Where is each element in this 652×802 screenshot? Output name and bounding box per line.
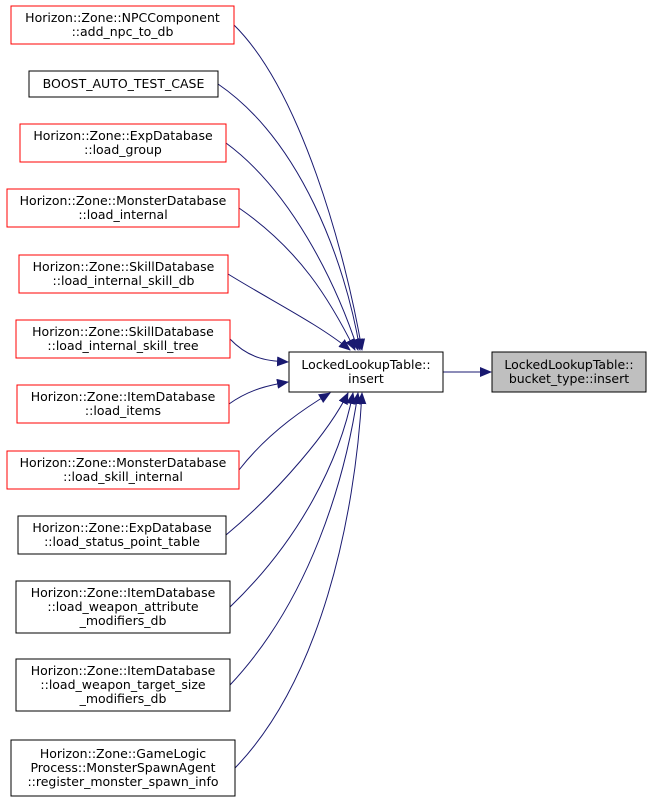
caller-node-8[interactable]: Horizon::Zone::MonsterDatabase::load_ski… [6,450,240,490]
caller-node-11-label-line: _modifiers_db [79,691,167,706]
caller-node-12-box [10,739,236,797]
caller-node-9-box [17,515,227,555]
caller-node-10-label-line: _modifiers_db [79,613,167,628]
caller-node-12-label-line: Process::MonsterSpawnAgent [30,760,215,775]
caller-node-9-label-line: ::load_status_point_table [44,534,200,549]
caller-node-5[interactable]: Horizon::Zone::SkillDatabase::load_inter… [18,254,229,294]
caller-node-9-label-line: Horizon::Zone::ExpDatabase [32,520,212,535]
caller-node-10-label-line: ::load_weapon_attribute [47,599,199,614]
caller-node-1-label-line: ::add_npc_to_db [72,24,174,39]
caller-node-10[interactable]: Horizon::Zone::ItemDatabase::load_weapon… [15,580,231,634]
nodes-layer: Horizon::Zone::NPCComponent::add_npc_to_… [6,5,647,797]
caller-node-8-box [6,450,240,490]
caller-node-3-label-line: ::load_group [84,142,162,157]
caller-node-6-label-line: ::load_internal_skill_tree [47,338,198,353]
caller-node-6-box [15,319,231,359]
edge-caller-5 [227,273,351,351]
caller-node-11-label-line: Horizon::Zone::ItemDatabase [31,663,216,678]
caller-node-7-label-line: Horizon::Zone::ItemDatabase [31,389,216,404]
caller-node-5-label-line: ::load_internal_skill_db [53,273,195,288]
focus-node-box [491,351,647,393]
edge-caller-2 [217,83,364,351]
focus-node-label-line: LockedLookupTable:: [504,357,633,372]
edge-caller-7 [228,378,289,405]
edge-caller-3 [225,142,360,351]
caller-node-1-label-line: Horizon::Zone::NPCComponent [25,10,220,25]
edge-caller-1 [233,24,366,351]
edges-layer [217,24,492,769]
caller-node-1-box [10,5,235,45]
caller-node-10-box [15,580,231,634]
edge-caller-10 [229,392,356,608]
center-node-label-line: insert [348,371,384,386]
caller-node-11[interactable]: Horizon::Zone::ItemDatabase::load_weapon… [15,658,231,712]
caller-node-4-box [6,188,240,228]
caller-node-8-label-line: Horizon::Zone::MonsterDatabase [20,455,227,470]
caller-node-12-label-line: ::register_monster_spawn_info [27,774,218,789]
caller-node-11-label-line: ::load_weapon_target_size [40,677,206,692]
caller-node-11-box [15,658,231,712]
center-node-box [288,351,444,393]
caller-node-7[interactable]: Horizon::Zone::ItemDatabase::load_items [16,384,230,424]
caller-node-9[interactable]: Horizon::Zone::ExpDatabase::load_status_… [17,515,227,555]
caller-node-4-label-line: ::load_internal [78,207,167,222]
edge-caller-12 [234,392,367,769]
caller-node-3-label-line: Horizon::Zone::ExpDatabase [33,128,213,143]
edge-caller-4 [238,207,356,351]
focus-node[interactable]: LockedLookupTable::bucket_type::insert [491,351,647,393]
caller-node-2-box [28,70,219,98]
caller-node-7-box [16,384,230,424]
caller-node-5-box [18,254,229,294]
caller-node-4[interactable]: Horizon::Zone::MonsterDatabase::load_int… [6,188,240,228]
edge-caller-9 [225,392,349,536]
edge-caller-8 [238,392,331,471]
caller-node-12[interactable]: Horizon::Zone::GameLogicProcess::Monster… [10,739,236,797]
center-node[interactable]: LockedLookupTable::insert [288,351,444,393]
caller-node-12-label-line: Horizon::Zone::GameLogic [40,746,206,761]
caller-node-1[interactable]: Horizon::Zone::NPCComponent::add_npc_to_… [10,5,235,45]
edge-caller-11 [229,392,362,686]
focus-node-label-line: bucket_type::insert [509,371,629,386]
caller-node-10-label-line: Horizon::Zone::ItemDatabase [31,585,216,600]
caller-node-3-box [19,123,227,163]
caller-node-4-label-line: Horizon::Zone::MonsterDatabase [20,193,227,208]
caller-node-3[interactable]: Horizon::Zone::ExpDatabase::load_group [19,123,227,163]
caller-node-2-label-line: BOOST_AUTO_TEST_CASE [43,76,205,91]
caller-node-7-label-line: ::load_items [85,403,161,418]
caller-node-5-label-line: Horizon::Zone::SkillDatabase [33,259,215,274]
caller-node-2[interactable]: BOOST_AUTO_TEST_CASE [28,70,219,98]
caller-node-8-label-line: ::load_skill_internal [63,469,183,484]
caller-node-6[interactable]: Horizon::Zone::SkillDatabase::load_inter… [15,319,231,359]
caller-node-6-label-line: Horizon::Zone::SkillDatabase [32,324,214,339]
edge-caller-6 [229,338,289,367]
center-node-label-line: LockedLookupTable:: [301,357,430,372]
